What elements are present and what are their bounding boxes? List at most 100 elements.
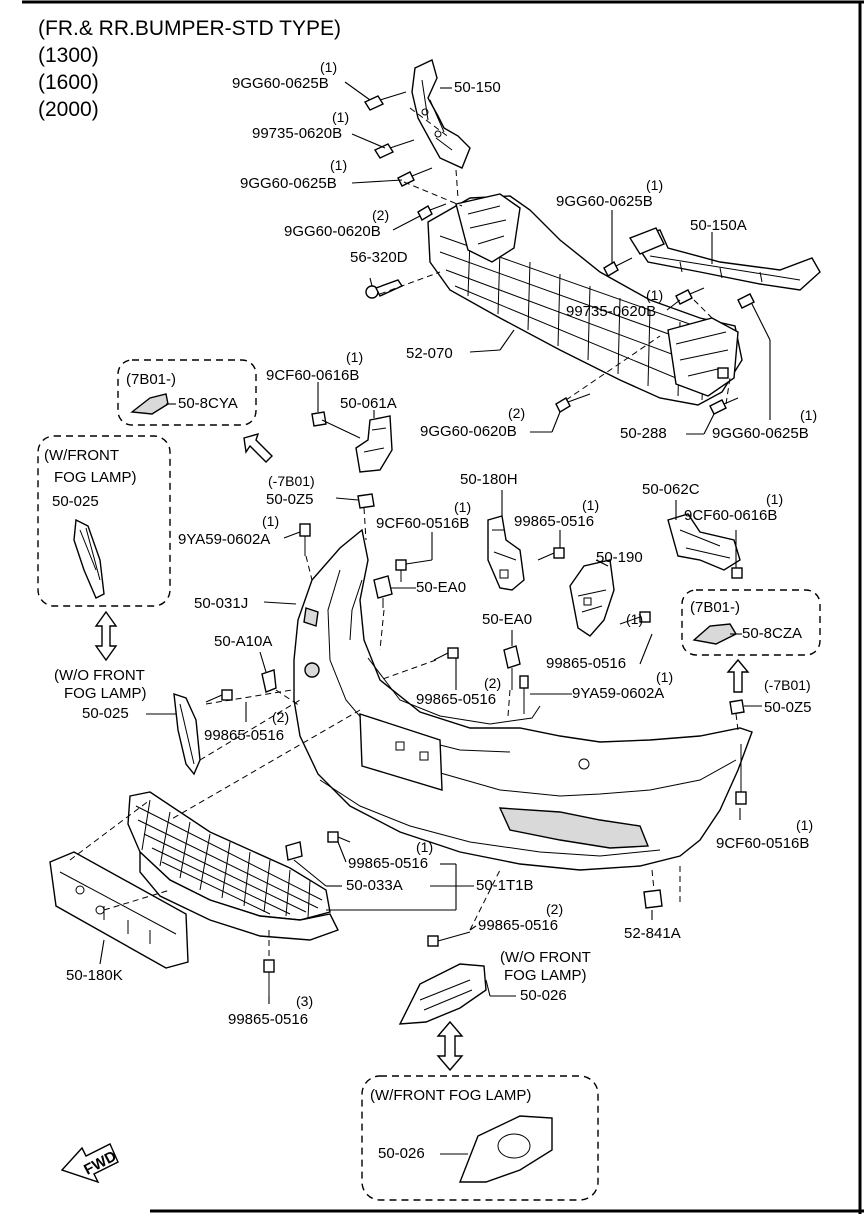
callout-part-number: 50-8CYA [178,395,238,412]
alignment-line [169,709,361,821]
callout-qty: (1) [796,817,813,833]
callout-part-number: 9CF60-0616B [684,507,777,524]
callout-part-number: 50-061A [340,395,397,412]
variant-box-7b01-right-label: (7B01-) [690,599,740,616]
bolt-icon [417,203,447,221]
bolt-icon [311,411,361,439]
title-line-1: (FR.& RR.BUMPER-STD TYPE) [38,17,341,40]
absorber-52-070 [427,193,743,406]
callout-part-number: 50-026 [520,987,567,1004]
callout-qty: (1) [800,407,817,423]
alignment-line [379,659,437,681]
variant-box-fog-left-line1: (W/FRONT [44,447,119,464]
callout-part-number: 9CF60-0616B [266,367,359,384]
alignment-line [103,889,171,911]
callout-part-number: 50-025 [52,493,99,510]
bolt-icon [537,547,565,561]
title-line-2: (1300) [38,44,99,67]
fog-bezel-50-026-with-fog [458,1115,553,1183]
cover-50-8CZA [692,623,737,645]
callout-part-number: 52-070 [406,345,453,362]
bolt-icon [433,647,459,661]
callout-qty: (2) [484,675,501,691]
callout-part-number: 50-EA0 [482,611,532,628]
callout-part-number: 9GG60-0625B [556,193,653,210]
leader-lines [99,81,771,1155]
bolt-icon [373,139,415,159]
bracket-50-190 [569,559,615,637]
alignment-line [693,299,713,319]
variant-note-wo-fog-bottom-line2: FOG LAMP) [504,967,587,984]
clip-icon [717,367,729,379]
callout-part-number: 9GG60-0625B [240,175,337,192]
variant-box-fog-left-line2: FOG LAMP) [54,469,137,486]
callout-part-number: 50-062C [642,481,700,498]
bracket-50-180H [487,515,525,591]
callout-qty: (-7B01) [764,677,811,693]
callout-part-number: 99735-0620B [566,303,656,320]
fog-cover-50-025 [173,692,201,776]
callout-part-number: 50-0Z5 [764,699,812,716]
alignment-line [565,335,661,401]
bolt-icon [519,675,529,714]
callout-part-number: 50-033A [346,877,403,894]
callout-part-number: 99865-0516 [204,727,284,744]
callout-part-number: 99865-0516 [348,855,428,872]
callout-part-number: 99865-0516 [478,917,558,934]
alignment-line [469,869,501,931]
callout-part-number: 50-8CZA [742,625,802,642]
alignment-line [305,555,313,581]
bolt-icon [555,393,591,413]
clip-icon [357,493,375,509]
variant-box-7b01-left-label: (7B01-) [126,371,176,388]
callout-qty: (1) [346,349,363,365]
bracket-50-061A [355,415,393,473]
alignment-line [205,689,293,705]
alignment-line [379,609,385,651]
fwd-arrow-icon: FWD [60,1143,119,1184]
arrow-icon [726,658,750,693]
bracket-50-150 [411,59,471,169]
bolt-icon [327,831,351,843]
callout-part-number: 9GG60-0625B [232,75,329,92]
callout-qty: (1) [262,513,279,529]
callout-part-number: 9GG60-0620B [420,423,517,440]
callout-qty: (2) [508,405,525,421]
callout-part-number: 56-320D [350,249,408,266]
plate-bracket-50-180K [49,851,189,969]
bracket-50-062C [667,513,741,571]
callout-qty: (1) [582,497,599,513]
callout-part-number: 9YA59-0602A [572,685,664,702]
callout-qty: (1) [320,59,337,75]
callout-qty: (1) [646,287,663,303]
cover-50-8CYA [130,393,169,415]
alignment-line [409,107,451,139]
callout-qty: (1) [332,109,349,125]
callout-qty: (1) [416,839,433,855]
callout-part-number: 50-1T1B [476,877,534,894]
alignment-line [403,181,463,207]
retainer-50-EA0 [373,575,393,608]
title-line-4: (2000) [38,98,99,121]
clip-50-033A [285,841,303,861]
bolt-icon [205,689,233,703]
alignment-line [275,689,301,707]
bolt-icon [395,559,407,582]
callout-part-number: 99865-0516 [546,655,626,672]
variant-note-wo-fog-left-line1: (W/O FRONT [54,667,145,684]
callout-part-number: 50-180H [460,471,518,488]
bolt-icon [675,287,705,305]
bolt-icon [603,257,633,277]
alignment-line [507,689,511,717]
callout-qty: (1) [766,491,783,507]
callout-part-number: 9YA59-0602A [178,531,270,548]
title-line-3: (1600) [38,71,99,94]
alignment-line [651,869,655,891]
callout-part-number: 99865-0516 [416,691,496,708]
variant-box-fog-bottom [361,1075,599,1201]
callout-qty: (1) [330,157,347,173]
callout-part-number: 50-180K [66,967,123,984]
callout-part-number: 50-A10A [214,633,272,650]
